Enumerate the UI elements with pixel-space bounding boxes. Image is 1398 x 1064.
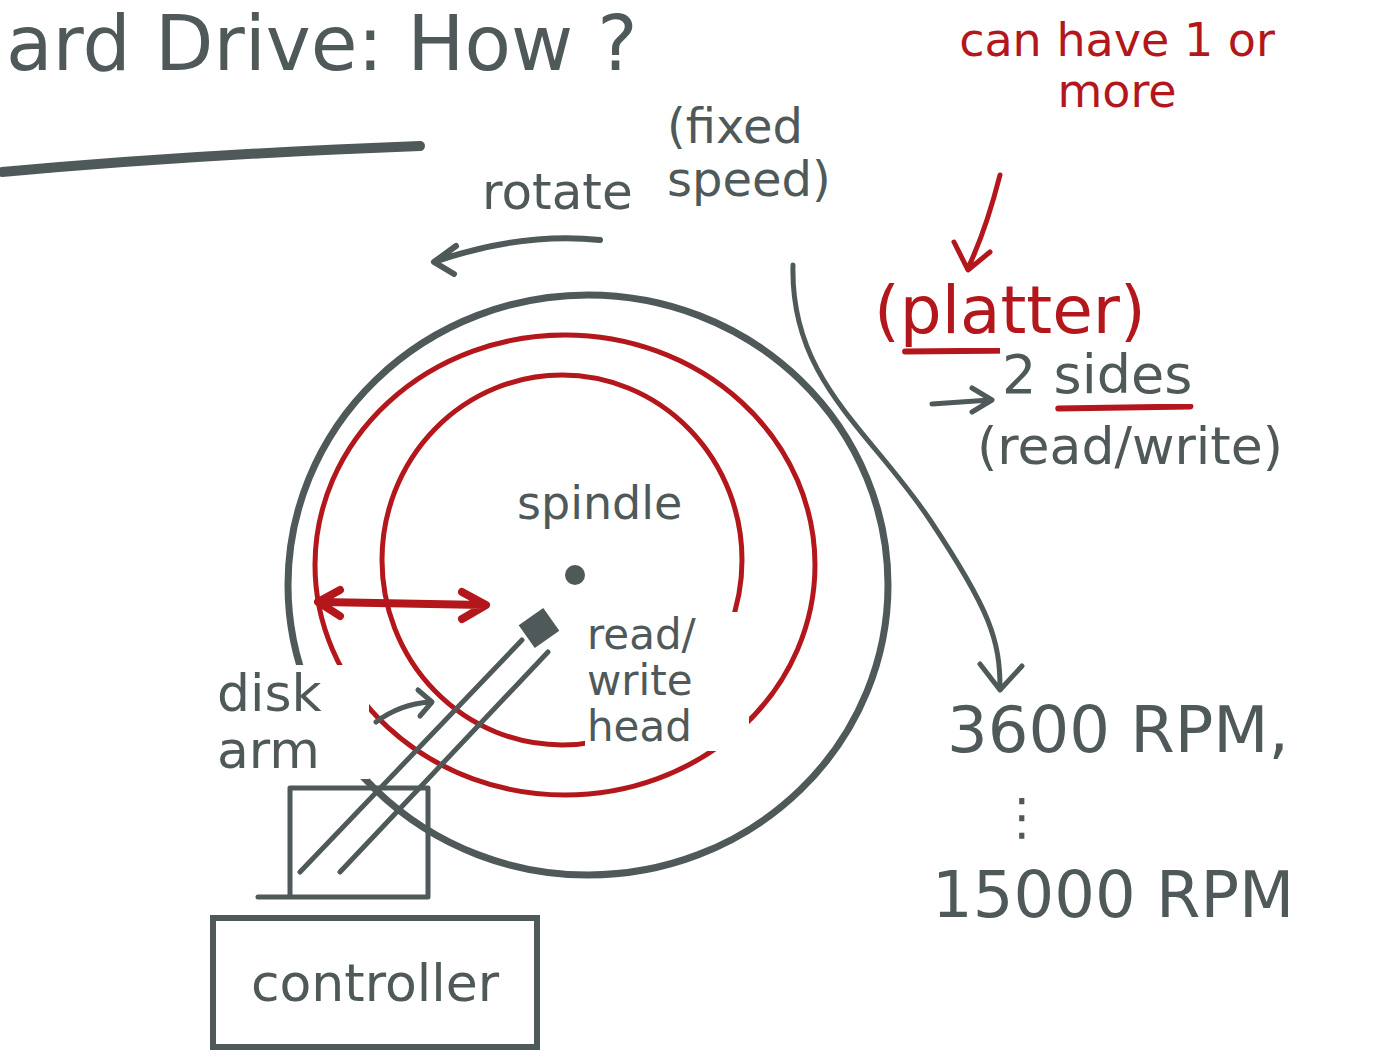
note-label: (read/write) bbox=[975, 418, 1285, 475]
spindle-dot bbox=[565, 565, 585, 585]
process-box: controller bbox=[210, 915, 540, 1050]
speed-value: 15000 RPM bbox=[930, 860, 1296, 930]
note-label: rotate bbox=[480, 165, 635, 220]
disk-arm-leader bbox=[376, 690, 432, 722]
note-label: (fixed speed) bbox=[665, 100, 889, 206]
seek-arrow bbox=[318, 590, 486, 619]
box-label: controller bbox=[251, 953, 499, 1013]
note-label: can have 1 or more bbox=[950, 15, 1284, 116]
rotate-arrow bbox=[434, 238, 600, 274]
part-name: read/ write head bbox=[585, 612, 749, 751]
title-underline bbox=[2, 146, 420, 172]
sides-arrow bbox=[932, 388, 992, 412]
part-name: spindle bbox=[515, 478, 684, 529]
part-name: (platter) bbox=[872, 275, 1148, 348]
outer-track bbox=[315, 335, 815, 795]
speed-value: 3600 RPM, bbox=[945, 695, 1291, 765]
platter-note-arrow bbox=[954, 175, 1000, 270]
page-title: ard Drive: How ? bbox=[4, 2, 640, 86]
read-write-head bbox=[519, 608, 560, 648]
range-mark: ⋮ bbox=[995, 790, 1049, 845]
part-name: disk arm bbox=[215, 665, 369, 779]
arm-mount bbox=[258, 788, 428, 897]
text-underline bbox=[1058, 406, 1190, 408]
note-label: 2 sides bbox=[1000, 345, 1194, 404]
